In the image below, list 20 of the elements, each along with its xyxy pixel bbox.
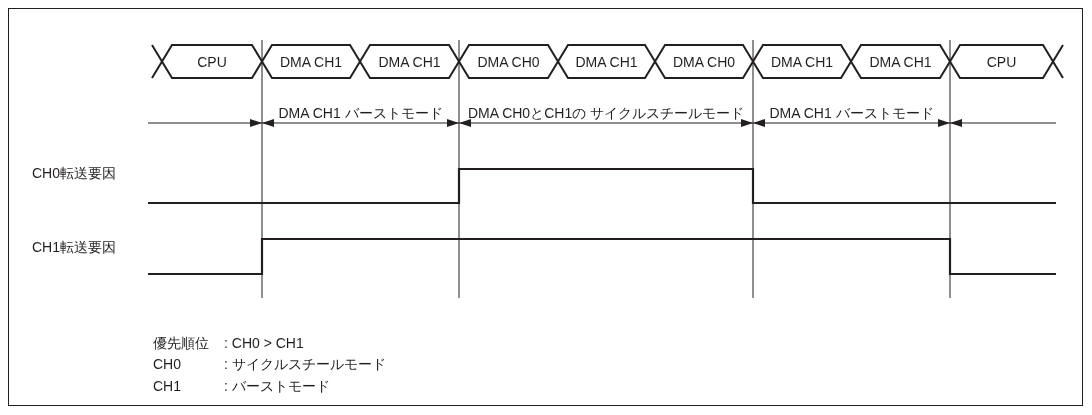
bus-cycle-hexagon: DMA CH1	[851, 45, 950, 78]
signal-name: CH0転送要因	[32, 164, 116, 182]
period-label: DMA CH1 バーストモード	[277, 104, 444, 123]
bus-cycle-hexagon: DMA CH1	[558, 45, 655, 78]
bus-cycle-hexagon: DMA CH0	[459, 45, 558, 78]
bus-cycle-hexagon: DMA CH1	[360, 45, 459, 78]
note-text: : サイクルスチールモード	[224, 355, 386, 373]
period-label: DMA CH0とCH1の サイクルスチールモード	[466, 104, 746, 123]
note-text: : バーストモード	[224, 377, 330, 395]
note-text: CH0	[153, 355, 181, 373]
note-text: 優先順位	[153, 334, 209, 352]
signal-name: CH1転送要因	[32, 238, 116, 256]
bus-cycle-hexagon: DMA CH1	[262, 45, 360, 78]
bus-cycle-hexagon: DMA CH0	[655, 45, 753, 78]
bus-cycle-hexagon: DMA CH1	[753, 45, 851, 78]
note-text: : CH0 > CH1	[224, 334, 304, 352]
bus-cycle-hexagon: CPU	[950, 45, 1053, 78]
note-text: CH1	[153, 377, 181, 395]
period-label: DMA CH1 バーストモード	[768, 104, 935, 123]
bus-cycle-hexagon: CPU	[162, 45, 262, 78]
